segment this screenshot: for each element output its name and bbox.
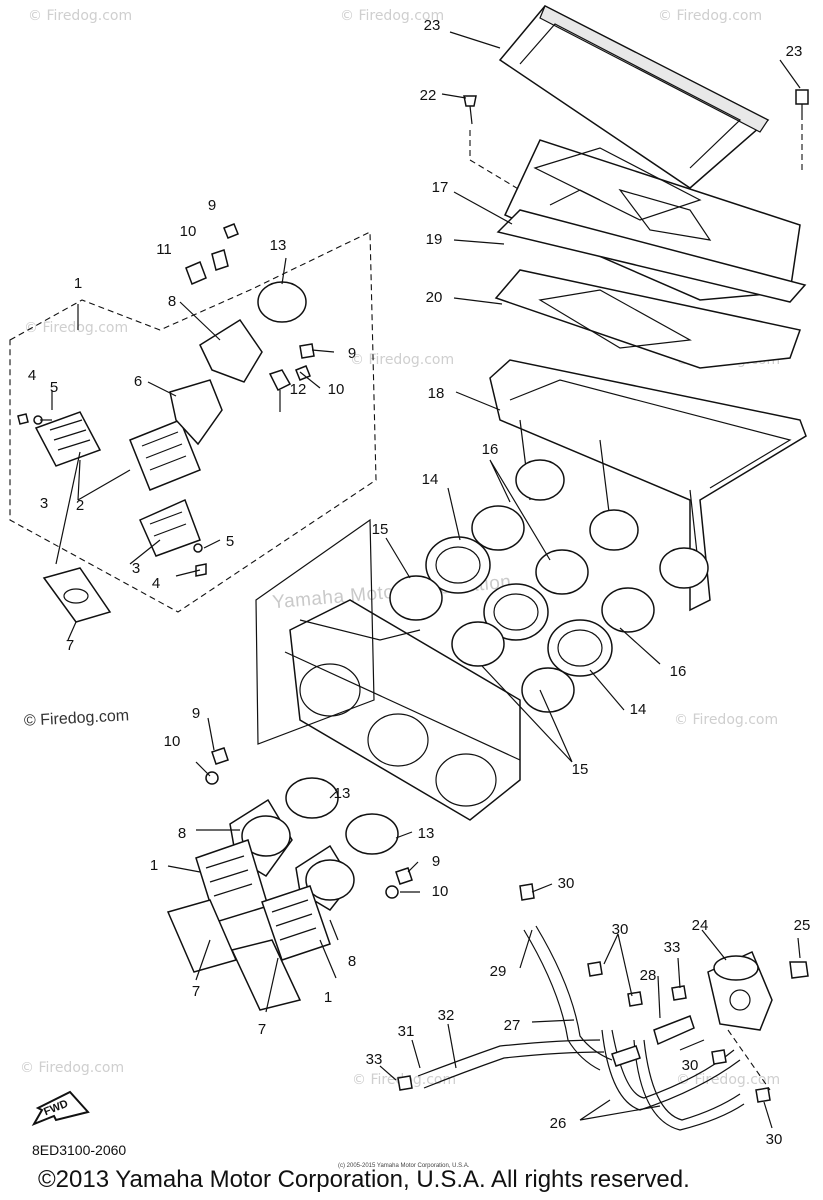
part-number-label: 15 — [372, 521, 389, 538]
part-number-label: 13 — [418, 825, 435, 842]
watermark: © Firedog.com — [340, 8, 445, 24]
air-filter-cover — [498, 5, 770, 189]
part-number-label: 9 — [348, 345, 356, 362]
part-number-label: 26 — [550, 1115, 567, 1132]
part-number-label: 4 — [152, 575, 160, 592]
part-number-label: 3 — [132, 560, 140, 577]
part-number-label: 5 — [226, 533, 234, 550]
intake-joint-group — [166, 747, 413, 1011]
part-number-label: 14 — [422, 471, 439, 488]
carburetor-assembly — [284, 599, 521, 821]
part-number-label: 9 — [208, 197, 216, 214]
leader-lines — [40, 31, 801, 1129]
part-number-label: 19 — [426, 231, 443, 248]
part-number-label: 30 — [766, 1131, 783, 1148]
part-number-label: 5 — [50, 379, 58, 396]
fine-print: (c) 2005-2015 Yamaha Motor Corporation, … — [338, 1163, 470, 1169]
part-number-label: 33 — [366, 1051, 383, 1068]
part-number-label: 13 — [334, 785, 351, 802]
part-number-label: 3 — [40, 495, 48, 512]
part-number-label: 30 — [682, 1057, 699, 1074]
gasket-19 — [496, 209, 807, 303]
part-number-label: 9 — [432, 853, 440, 870]
part-number-label: 20 — [426, 289, 443, 306]
part-number-label: 12 — [290, 381, 307, 398]
watermark: © Firedog.com — [674, 712, 779, 728]
part-number-label: 32 — [438, 1007, 455, 1024]
part-number-label: 18 — [428, 385, 445, 402]
part-number-label: 29 — [490, 963, 507, 980]
part-number-label: 6 — [134, 373, 142, 390]
watermark: © Firedog.com — [658, 8, 763, 24]
part-number-label: 10 — [164, 733, 181, 750]
part-number-label: 7 — [258, 1021, 266, 1038]
part-number-label: 16 — [482, 441, 499, 458]
copyright-notice: ©2013 Yamaha Motor Corporation, U.S.A. A… — [38, 1166, 690, 1193]
part-number-label: 13 — [270, 237, 287, 254]
part-number-label: 17 — [432, 179, 449, 196]
part-number-label: 28 — [640, 967, 657, 984]
part-number-label: 9 — [192, 705, 200, 722]
part-number-label: 14 — [630, 701, 647, 718]
part-number-label: 31 — [398, 1023, 415, 1040]
part-number-label: 23 — [424, 17, 441, 34]
part-number-label: 7 — [192, 983, 200, 1000]
watermark: © Firedog.com — [20, 1060, 125, 1076]
part-number-label: 27 — [504, 1017, 521, 1034]
diagram-code: 8ED3100-2060 — [32, 1142, 127, 1158]
air-filter-case — [489, 359, 807, 612]
part-number-label: 30 — [558, 875, 575, 892]
part-number-label: 8 — [168, 293, 176, 310]
joints-and-clamps — [389, 505, 655, 713]
part-number-label: 4 — [28, 367, 36, 384]
watermark: © Firedog.com — [350, 352, 455, 368]
part-number-label: 10 — [180, 223, 197, 240]
part-number-label: 23 — [786, 43, 803, 60]
watermark: © Firedog.com — [24, 320, 129, 336]
part-number-label: 22 — [420, 87, 437, 104]
part-number-label: 7 — [66, 637, 74, 654]
part-number-label: 24 — [692, 917, 709, 934]
part-number-label: 25 — [794, 917, 811, 934]
part-number-label: 15 — [572, 761, 589, 778]
part-number-label: 2 — [76, 497, 84, 514]
part-number-label: 8 — [348, 953, 356, 970]
part-number-label: 1 — [74, 275, 82, 292]
part-number-label: 33 — [664, 939, 681, 956]
part-number-label: 1 — [324, 989, 332, 1006]
watermark: © Firedog.com — [28, 8, 133, 24]
reed-valve-group — [17, 223, 315, 623]
fwd-arrow-icon: FWD — [31, 1090, 90, 1126]
part-number-label: 1 — [150, 857, 158, 874]
air-filter-lid — [503, 139, 801, 301]
part-number-label: 16 — [670, 663, 687, 680]
part-number-label: 11 — [156, 241, 172, 258]
part-number-label: 10 — [432, 883, 449, 900]
part-number-label: 8 — [178, 825, 186, 842]
fuel-pump-and-hoses — [397, 883, 809, 1131]
part-number-label: 10 — [328, 381, 345, 398]
part-number-label: 30 — [612, 921, 629, 938]
